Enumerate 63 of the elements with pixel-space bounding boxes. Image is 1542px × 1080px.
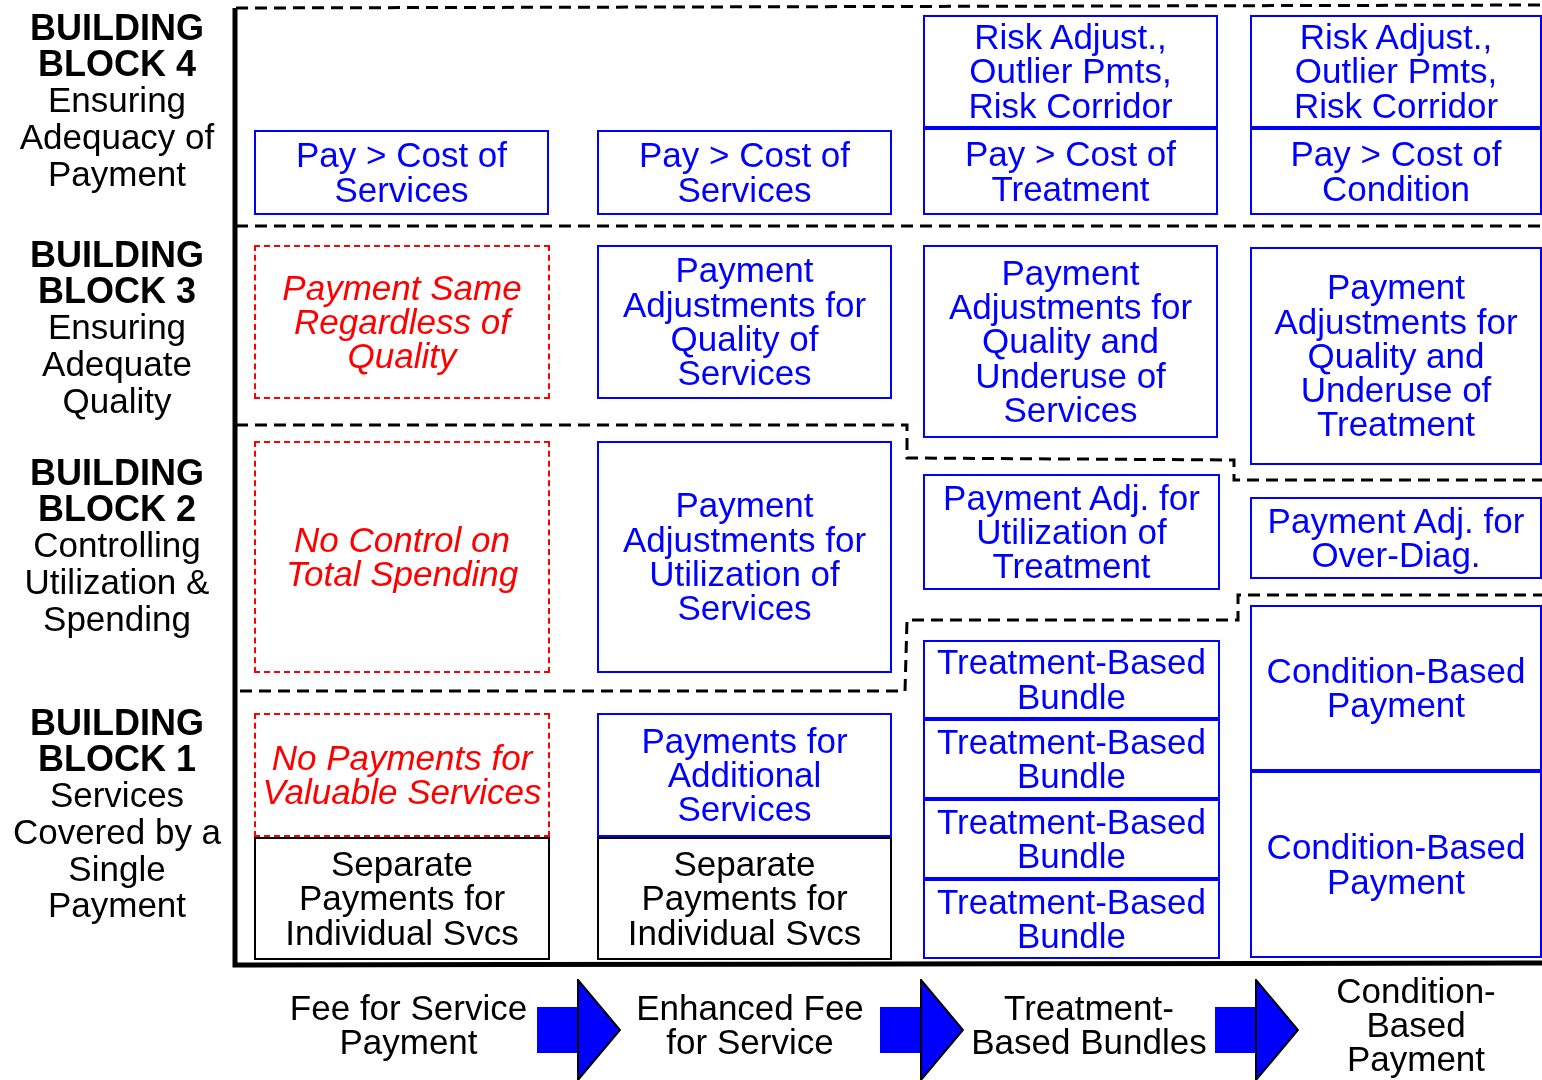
block-heading: BUILDING BLOCK 4 — [29, 10, 205, 82]
payment-box — [923, 474, 1220, 590]
column-label: Enhanced Fee for Service — [620, 972, 880, 1078]
missing-element-box — [254, 245, 550, 399]
payment-box — [923, 128, 1218, 215]
block-heading: BUILDING BLOCK 1 — [29, 705, 205, 777]
box-label: Separate Payments for Individual Svcs — [284, 847, 520, 950]
box-label: Payment Adj. for Over-Diag. — [1266, 503, 1526, 573]
payment-box — [1250, 605, 1542, 771]
box-label: No Control on Total Spending — [284, 522, 520, 592]
missing-element-box — [254, 713, 550, 837]
box-label: Condition-Based Payment — [1265, 830, 1527, 899]
block-arrow — [1215, 979, 1299, 1080]
payment-box — [923, 799, 1220, 879]
block-arrow — [537, 979, 621, 1080]
payment-box — [1250, 128, 1542, 215]
payment-box — [923, 245, 1218, 438]
payment-box — [923, 879, 1220, 959]
missing-element-box — [254, 441, 550, 673]
payment-box — [923, 15, 1218, 128]
box-label: Payments for Additional Services — [640, 723, 849, 827]
block-heading: BUILDING BLOCK 3 — [29, 237, 205, 309]
box-label: Pay > Cost of Services — [637, 138, 852, 207]
box-label: Payment Adjustments for Quality of Services — [621, 253, 868, 391]
payment-box — [1250, 497, 1542, 579]
payment-box — [597, 130, 892, 215]
block-description: Ensuring Adequate Quality — [41, 309, 193, 420]
box-label: Treatment-Based Bundle — [935, 884, 1208, 954]
box-label: Pay > Cost of Condition — [1289, 137, 1503, 206]
payment-box — [923, 640, 1220, 719]
column-label: Fee for Service Payment — [280, 972, 537, 1078]
column-label: Condition-Based Payment — [1298, 972, 1534, 1078]
box-label: Payment Same Regardless of Quality — [281, 270, 523, 374]
box-label: No Payments for Valuable Services — [261, 740, 543, 810]
payment-box — [597, 837, 892, 960]
box-label: Payment Adjustments for Quality and Underuse of Treatment — [1273, 270, 1519, 442]
block-description: Ensuring Adequacy of Payment — [18, 82, 216, 193]
column-label: Treatment-Based Bundles — [963, 972, 1215, 1078]
box-label: Treatment-Based Bundle — [935, 804, 1208, 874]
box-label: Risk Adjust., Outlier Pmts, Risk Corridor — [967, 20, 1174, 123]
payment-box — [597, 441, 892, 673]
box-label: Payment Adjustments for Quality and Underuse of Services — [947, 255, 1194, 428]
payment-box — [1250, 771, 1542, 958]
box-label: Payment Adjustments for Utilization of Services — [621, 488, 868, 626]
box-label: Condition-Based Payment — [1265, 653, 1527, 723]
box-label: Treatment-Based Bundle — [935, 724, 1208, 794]
box-label: Pay > Cost of Treatment — [963, 137, 1178, 206]
box-label: Payment Adj. for Utilization of Treatment — [942, 480, 1201, 584]
box-label: Treatment-Based Bundle — [935, 645, 1208, 714]
payment-box — [597, 713, 892, 837]
payment-box — [254, 130, 549, 215]
payment-box — [1250, 15, 1542, 128]
payment-box — [597, 245, 892, 399]
payment-box — [254, 837, 550, 960]
box-label: Separate Payments for Individual Svcs — [626, 847, 863, 950]
block-heading: BUILDING BLOCK 2 — [29, 455, 205, 527]
payment-box — [1250, 247, 1542, 465]
box-label: Pay > Cost of Services — [294, 138, 509, 207]
payment-box — [923, 719, 1220, 799]
block-description: Services Covered by a Single Payment — [11, 777, 223, 924]
box-label: Risk Adjust., Outlier Pmts, Risk Corridor — [1292, 20, 1500, 123]
block-description: Controlling Utilization & Spending — [23, 527, 211, 638]
block-arrow — [880, 979, 964, 1080]
